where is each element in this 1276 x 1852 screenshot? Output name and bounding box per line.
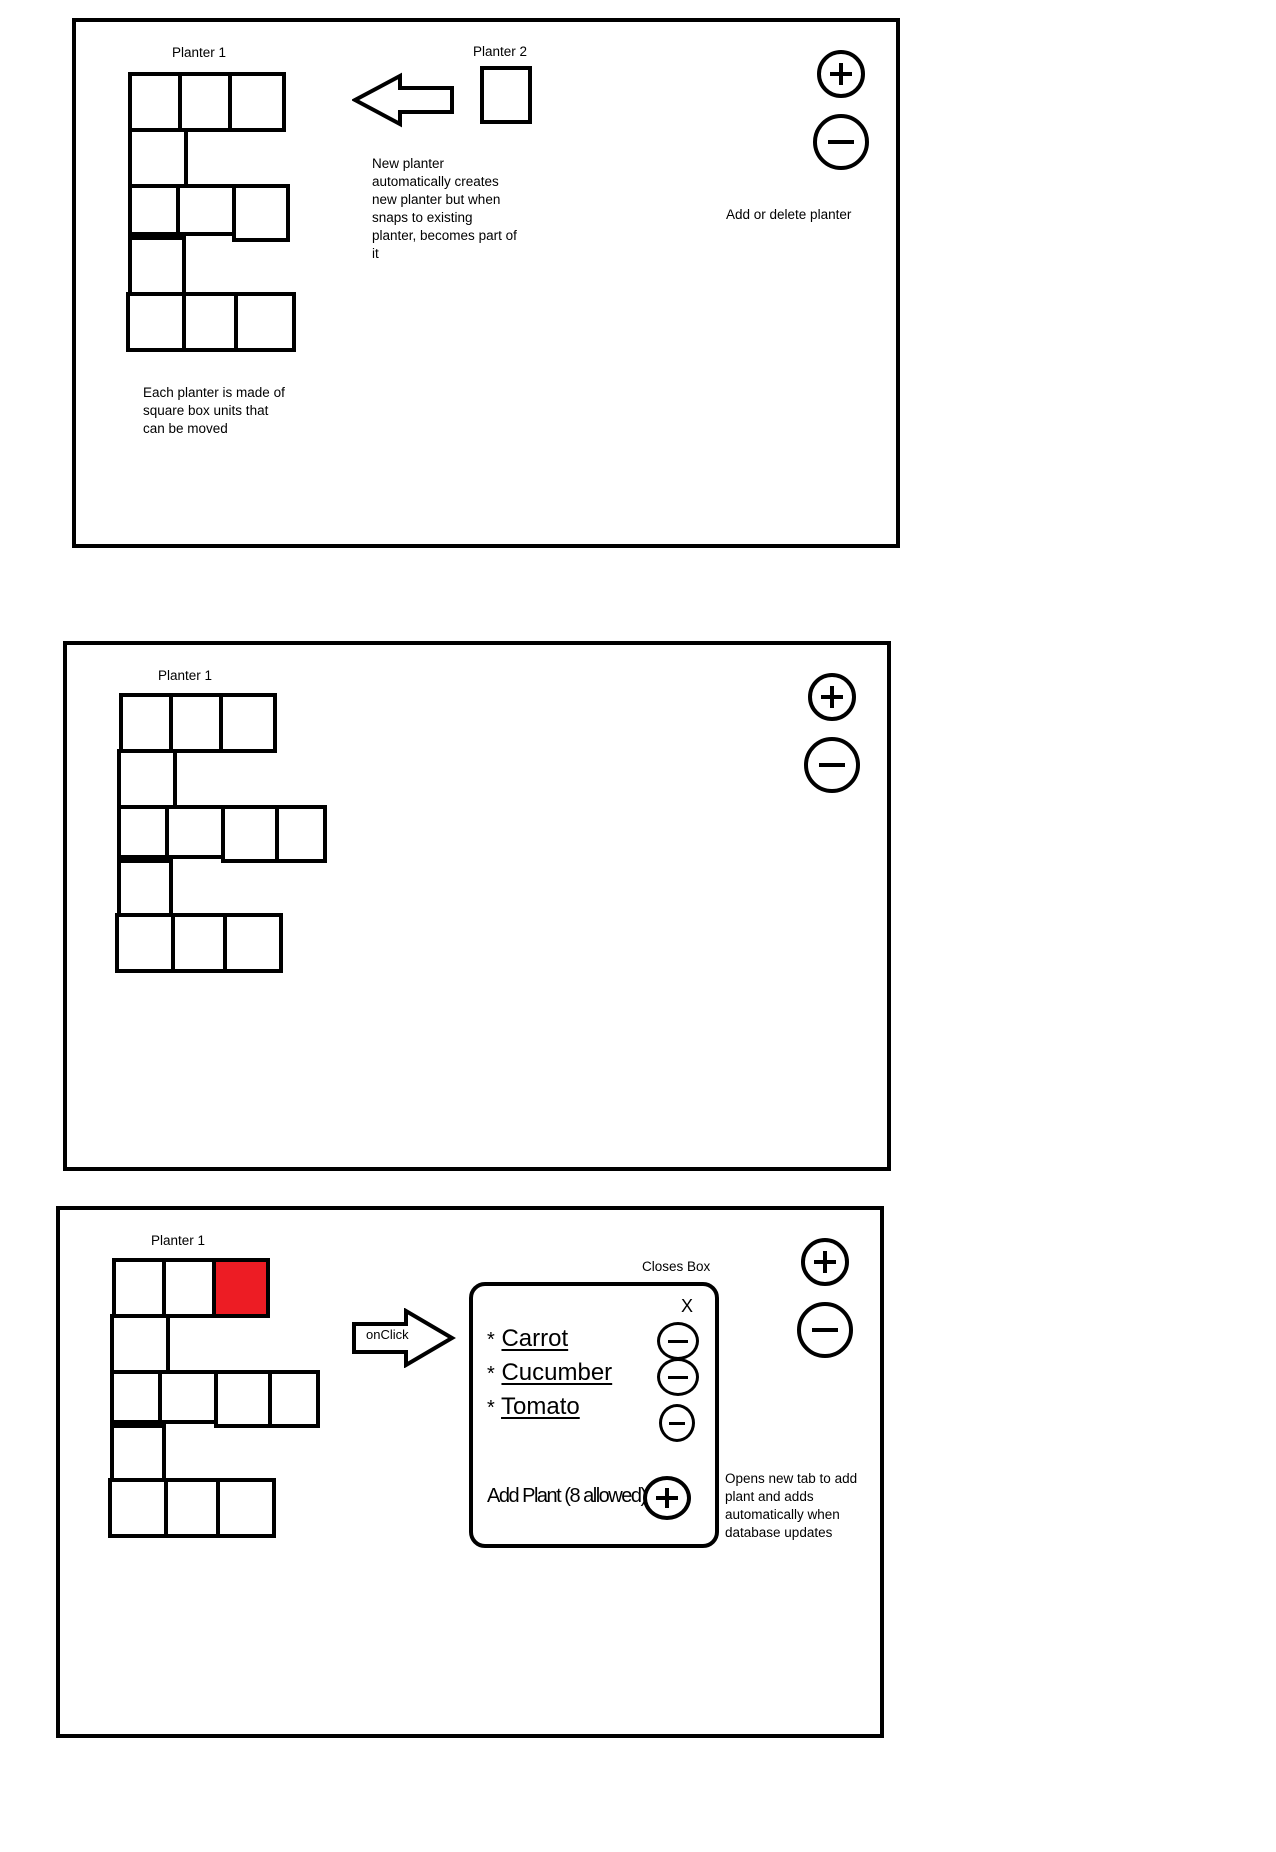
- planter-box[interactable]: [275, 805, 327, 863]
- planter-box[interactable]: [171, 913, 227, 973]
- new-tab-note: Opens new tab to add plant and adds auto…: [725, 1471, 858, 1540]
- plant-item: * Cucumber: [487, 1359, 613, 1386]
- box-units-note: Each planter is made of square box units…: [143, 385, 285, 436]
- planter-box[interactable]: [162, 1258, 216, 1318]
- planter-box[interactable]: [232, 184, 290, 242]
- planter-box[interactable]: [228, 72, 286, 132]
- planter-box[interactable]: [126, 292, 186, 352]
- plant-link[interactable]: Tomato: [501, 1393, 580, 1420]
- planter-2-box[interactable]: [480, 66, 532, 124]
- planter-box[interactable]: [176, 184, 236, 236]
- planter-box[interactable]: [119, 693, 173, 753]
- add-plant-label: Add Plant (8 allowed): [487, 1485, 647, 1507]
- planter-box[interactable]: [110, 1424, 166, 1482]
- planter-box-popup: X * Carrot * Cucumber * Tomato Add Plant…: [469, 1282, 719, 1548]
- planter-box[interactable]: [110, 1370, 162, 1424]
- remove-plant-button[interactable]: [657, 1358, 699, 1396]
- mockup-frame-1: Planter 1 Planter 2 New planter automati…: [72, 18, 900, 548]
- planter-box[interactable]: [128, 72, 182, 132]
- planter-box[interactable]: [169, 693, 223, 753]
- planter-box[interactable]: [234, 292, 296, 352]
- planter-box[interactable]: [115, 913, 175, 973]
- planter-1-label: Planter 1: [172, 45, 227, 60]
- planter-box[interactable]: [216, 1478, 276, 1538]
- planter-1-label: Planter 1: [158, 668, 213, 683]
- planter-box[interactable]: [219, 693, 277, 753]
- planter-box[interactable]: [128, 128, 188, 188]
- planter-box[interactable]: [214, 1370, 272, 1428]
- plant-link[interactable]: Carrot: [501, 1325, 569, 1352]
- remove-plant-button[interactable]: [659, 1404, 695, 1442]
- add-plant-button[interactable]: [643, 1476, 691, 1520]
- planter-box[interactable]: [164, 1478, 220, 1538]
- delete-planter-button[interactable]: [797, 1302, 853, 1358]
- plant-link[interactable]: Cucumber: [501, 1359, 613, 1386]
- closes-box-note: Closes Box: [642, 1259, 711, 1274]
- add-planter-button[interactable]: [801, 1238, 849, 1286]
- planter-box[interactable]: [117, 859, 173, 917]
- arrow-right-icon: [352, 1308, 456, 1368]
- planter-1-label: Planter 1: [151, 1233, 206, 1248]
- planter-box[interactable]: [223, 913, 283, 973]
- planter-box[interactable]: [117, 805, 169, 859]
- delete-planter-button[interactable]: [813, 114, 869, 170]
- delete-planter-button[interactable]: [804, 737, 860, 793]
- close-icon[interactable]: X: [681, 1296, 694, 1316]
- mockup-frame-3: Planter 1 onClick Closes Box X * Carrot …: [56, 1206, 884, 1738]
- planter-box[interactable]: [128, 184, 180, 236]
- planter-box[interactable]: [165, 805, 225, 859]
- planter-box[interactable]: [182, 292, 238, 352]
- planter-box[interactable]: [268, 1370, 320, 1428]
- add-planter-button[interactable]: [817, 50, 865, 98]
- add-planter-button[interactable]: [808, 673, 856, 721]
- plant-item: * Carrot: [487, 1325, 569, 1352]
- planter-box[interactable]: [158, 1370, 218, 1424]
- planter-box[interactable]: [117, 749, 177, 809]
- plant-item: * Tomato: [487, 1393, 580, 1420]
- mockup-frame-2: Planter 1: [63, 641, 891, 1171]
- planter-2-label: Planter 2: [473, 44, 528, 59]
- onclick-label: onClick: [366, 1327, 409, 1342]
- add-delete-note: Add or delete planter: [726, 207, 852, 222]
- planter-box[interactable]: [221, 805, 279, 863]
- planter-box[interactable]: [110, 1314, 170, 1374]
- planter-box[interactable]: [108, 1478, 168, 1538]
- new-planter-note: New planter automatically creates new pl…: [372, 156, 517, 261]
- planter-box[interactable]: [112, 1258, 166, 1318]
- planter-box-selected[interactable]: [212, 1258, 270, 1318]
- planter-box[interactable]: [128, 236, 186, 296]
- remove-plant-button[interactable]: [657, 1322, 699, 1360]
- arrow-left-icon: [352, 72, 454, 128]
- planter-box[interactable]: [178, 72, 232, 132]
